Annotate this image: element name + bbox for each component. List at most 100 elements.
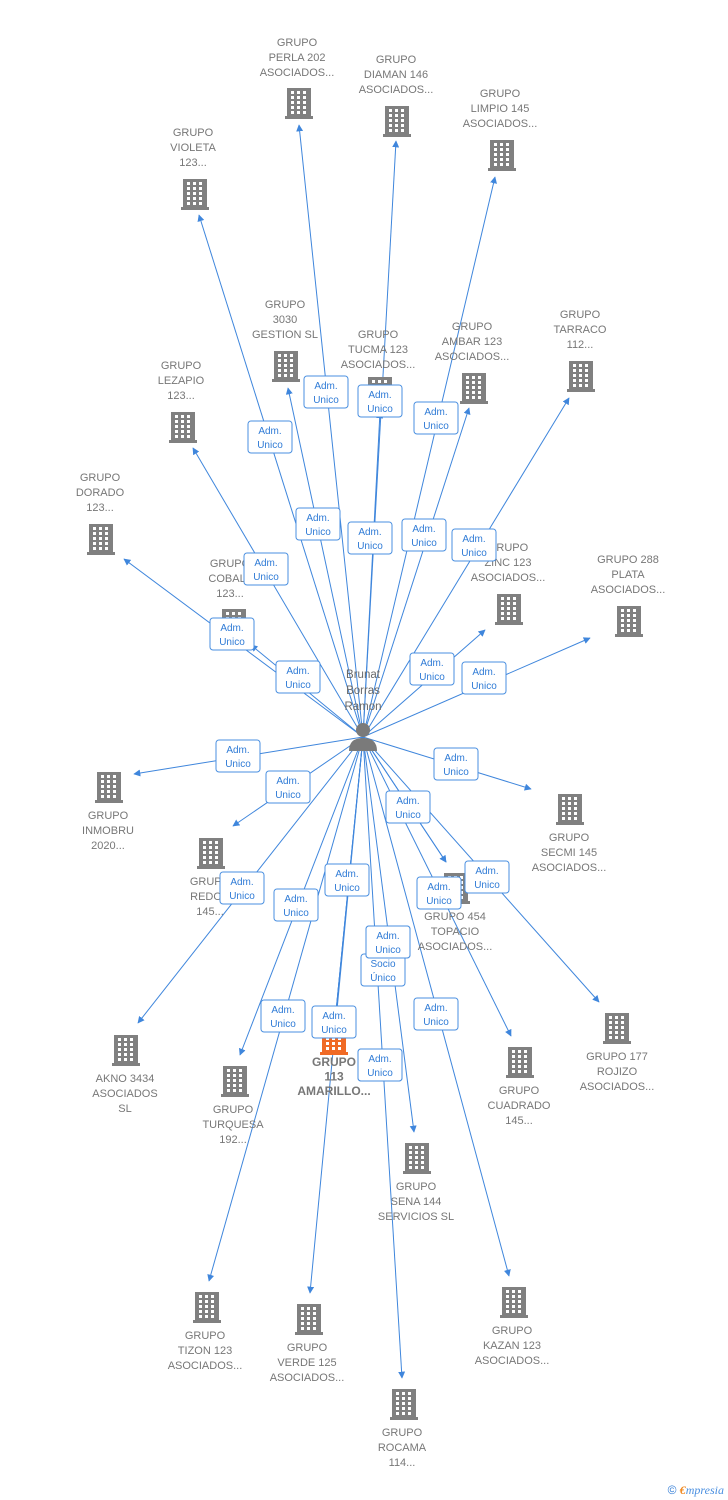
building-window: [562, 817, 565, 820]
building-window: [524, 1050, 527, 1053]
company-node-tarraco[interactable]: GRUPOTARRACO112...: [554, 309, 607, 392]
company-label: 145...: [505, 1115, 533, 1127]
relation-label-perla[interactable]: Adm.Unico: [303, 375, 349, 409]
building-window: [401, 119, 404, 122]
building-window: [478, 396, 481, 399]
relation-box: [357, 384, 403, 418]
company-node-lezapio[interactable]: GRUPOLEZAPIO123...: [158, 360, 205, 443]
company-node-rocama[interactable]: GRUPOROCAMA114...: [378, 1389, 427, 1469]
building-window: [130, 1043, 133, 1046]
relation-label-ambar[interactable]: Adm.Unico: [401, 518, 447, 552]
building-window: [512, 1070, 515, 1073]
company-node-rojizo[interactable]: GRUPO 177ROJIZOASOCIADOS...: [580, 1013, 655, 1093]
relation-label-plata[interactable]: Adm.Unico: [461, 661, 507, 695]
building-window: [512, 1060, 515, 1063]
building-window: [199, 1310, 202, 1313]
relation-label-diaman[interactable]: Adm.Unico: [357, 384, 403, 418]
relation-label-inmobru[interactable]: Adm.Unico: [215, 739, 261, 773]
relation-label-dorado[interactable]: Adm.Unico: [209, 617, 255, 651]
building-window: [621, 629, 624, 632]
building-window: [478, 391, 481, 394]
building-window: [395, 124, 398, 127]
building-window: [395, 109, 398, 112]
building-window: [389, 109, 392, 112]
company-label: 3030: [273, 314, 297, 326]
relation-label-violeta[interactable]: Adm.Unico: [247, 420, 293, 454]
relation-text: Adm.: [306, 513, 329, 524]
relation-text: Adm.: [376, 931, 399, 942]
building-window: [524, 1065, 527, 1068]
relation-text: Unico: [375, 945, 401, 956]
relation-label-amarillo[interactable]: Adm.Unico: [324, 863, 370, 897]
building-window: [415, 1146, 418, 1149]
company-label: SERVICIOS SL: [378, 1211, 454, 1223]
building-window: [211, 1300, 214, 1303]
building-window: [472, 376, 475, 379]
relation-label-cuadrado[interactable]: Adm.Unico: [413, 997, 459, 1031]
relation-text: Unico: [367, 1068, 393, 1079]
relation-label-rojizo[interactable]: Adm.Unico: [464, 860, 510, 894]
relation-label-limpio[interactable]: Adm.Unico: [413, 401, 459, 435]
relation-label-redon[interactable]: Adm.Unico: [265, 770, 311, 804]
footer-brand[interactable]: © €mpresia: [668, 1483, 724, 1498]
relation-label-tucma[interactable]: Adm.Unico: [347, 521, 393, 555]
building-window: [211, 1295, 214, 1298]
company-node-cuadrado[interactable]: GRUPOCUADRADO145...: [488, 1047, 551, 1127]
company-node-dorado[interactable]: GRUPODORADO123...: [76, 472, 125, 555]
building-window: [232, 612, 235, 615]
relation-label-lezapio[interactable]: Adm.Unico: [243, 552, 289, 586]
building-window: [203, 846, 206, 849]
building-window: [401, 129, 404, 132]
company-label: ASOCIADOS...: [475, 1355, 550, 1367]
building-window: [199, 192, 202, 195]
company-node-turquesa[interactable]: GRUPOTURQUESA192...: [202, 1066, 264, 1146]
company-node-inmobru[interactable]: GRUPOINMOBRU2020...: [82, 772, 134, 852]
building-window: [175, 420, 178, 423]
building-window: [181, 435, 184, 438]
building-window: [466, 391, 469, 394]
edge-lezapio: [192, 447, 364, 738]
relation-label-tarraco[interactable]: Adm.Unico: [451, 528, 497, 562]
company-node-violeta[interactable]: GRUPOVIOLETA123...: [170, 127, 216, 210]
relation-box: [357, 1048, 403, 1082]
building-window: [518, 1300, 521, 1303]
building-window: [187, 415, 190, 418]
relation-label-topacio[interactable]: Adm.Unico: [385, 790, 431, 824]
company-label: GRUPO: [488, 542, 529, 554]
company-label: ASOCIADOS...: [260, 67, 335, 79]
building-window: [415, 1156, 418, 1159]
relation-label-amarillo[interactable]: Adm.Unico: [311, 1005, 357, 1039]
relation-label-topacio[interactable]: Adm.Unico: [416, 876, 462, 910]
relation-label-rocama[interactable]: Adm.Unico: [357, 1048, 403, 1082]
relation-label-turquesa[interactable]: Adm.Unico: [260, 999, 306, 1033]
relation-label-tizon[interactable]: Adm.Unico: [273, 888, 319, 922]
relation-label-g3030[interactable]: Adm.Unico: [295, 507, 341, 541]
company-node-plata[interactable]: GRUPO 288PLATAASOCIADOS...: [591, 554, 666, 637]
building-window: [193, 182, 196, 185]
building-base: [193, 1320, 221, 1323]
relation-label-akno[interactable]: Adm.Unico: [219, 871, 265, 905]
building-window: [460, 876, 463, 879]
relation-label-kazan[interactable]: Adm. Unico: [365, 925, 411, 959]
building-window: [396, 1392, 399, 1395]
relation-label-secmi[interactable]: Adm.Unico: [433, 747, 479, 781]
relation-label-zinc[interactable]: Adm.Unico: [409, 652, 455, 686]
relation-label-cobalt[interactable]: Adm.Unico: [275, 660, 321, 694]
edge-perla: [296, 124, 364, 738]
building-window: [512, 1300, 515, 1303]
building-window: [326, 1047, 329, 1050]
